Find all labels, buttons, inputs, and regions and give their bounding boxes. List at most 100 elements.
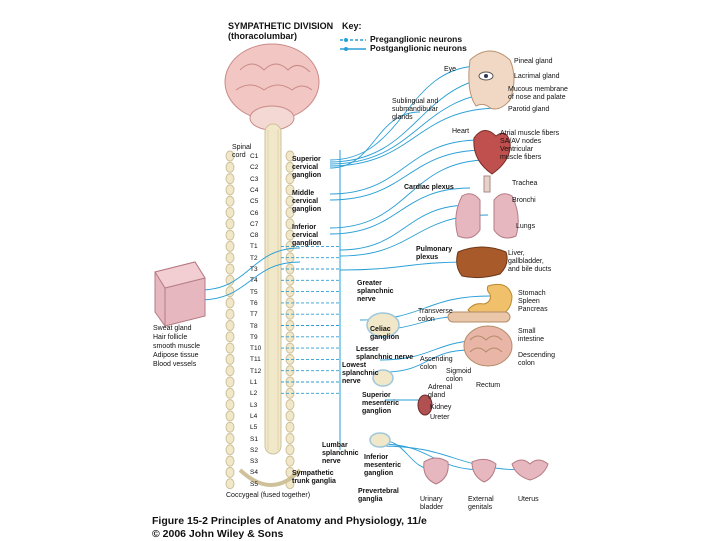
postganglionic-fiber bbox=[329, 159, 489, 229]
segment-l2: L2 bbox=[250, 390, 258, 398]
postganglionic-fiber bbox=[329, 107, 501, 167]
middle-cervical-ganglion: Middle cervical ganglion bbox=[292, 190, 322, 213]
segment-t9: T9 bbox=[250, 333, 258, 341]
rectum-label: Rectum bbox=[476, 382, 501, 389]
postganglionic-fiber bbox=[379, 443, 485, 471]
chain-ganglion bbox=[225, 331, 235, 343]
parotid-gland-label: Parotid gland bbox=[508, 106, 550, 113]
chain-ganglion bbox=[285, 455, 295, 467]
prevertebral-ganglia-label: Prevertebral ganglia bbox=[358, 488, 399, 503]
liver bbox=[456, 246, 508, 279]
postganglionic-fiber bbox=[379, 445, 529, 471]
sigmoid-colon-label: Sigmoid colon bbox=[446, 368, 472, 383]
kidney bbox=[417, 394, 433, 416]
descending-colon-label: Descending colon bbox=[518, 352, 555, 367]
chain-ganglion bbox=[225, 410, 235, 422]
chain-ganglion bbox=[225, 195, 235, 207]
postganglionic-fiber bbox=[329, 139, 481, 195]
chain-ganglion bbox=[225, 297, 235, 309]
uterus-label: Uterus bbox=[518, 496, 539, 503]
chain-ganglion bbox=[285, 399, 295, 411]
adrenal-gland-label: Adrenal gland bbox=[428, 384, 453, 399]
kidney-label: Kidney bbox=[430, 404, 452, 411]
segment-l3: L3 bbox=[250, 401, 258, 409]
chain-ganglion bbox=[225, 161, 235, 173]
segment-l5: L5 bbox=[250, 424, 258, 432]
key-preganglionic: Preganglionic neurons bbox=[370, 34, 463, 44]
segment-c4: C4 bbox=[250, 186, 259, 194]
segment-l1: L1 bbox=[250, 379, 258, 386]
celiac-ganglion: Celiac ganglion bbox=[370, 326, 400, 341]
chain-ganglion bbox=[225, 387, 235, 399]
stomach-label: Stomach Spleen Pancreas bbox=[518, 290, 548, 313]
postganglionic-fiber bbox=[384, 349, 471, 373]
nerve-fibers bbox=[199, 65, 529, 471]
coccygeal-label: Coccygeal (fused together) bbox=[226, 492, 311, 499]
postganglionic-fiber bbox=[329, 111, 421, 169]
postganglionic-fiber bbox=[339, 204, 471, 251]
chain-ganglion bbox=[225, 252, 235, 264]
copyright-caption: © 2006 John Wiley & Sons bbox=[152, 528, 284, 540]
lowest-splanchnic-nerve: Lowest splanchnic nerve bbox=[342, 362, 379, 385]
chain-ganglion bbox=[225, 184, 235, 196]
pulmonary-plexus-label: Pulmonary plexus bbox=[416, 246, 453, 261]
chain-ganglion bbox=[225, 320, 235, 331]
urinary-bladder bbox=[423, 457, 449, 485]
sublingual-label: Sublingual and submandibular glands bbox=[392, 98, 439, 121]
chain-ganglion bbox=[225, 207, 235, 218]
sympathetic-chain-left bbox=[225, 150, 235, 490]
trachea bbox=[483, 175, 491, 193]
prevertebral-ganglia bbox=[366, 312, 400, 448]
chain-ganglion bbox=[225, 173, 235, 185]
sympathetic-chain-right bbox=[285, 150, 295, 490]
chain-ganglion bbox=[225, 376, 235, 388]
chain-ganglion bbox=[285, 229, 295, 241]
segment-t5: T5 bbox=[250, 288, 258, 296]
key-symbols bbox=[340, 38, 366, 51]
chain-ganglion bbox=[225, 433, 235, 444]
chain-ganglion bbox=[285, 150, 295, 162]
uterus bbox=[511, 459, 549, 481]
chain-ganglion bbox=[225, 466, 235, 478]
spinal-cord-label: Spinal cord bbox=[232, 144, 252, 159]
lungs-label: Lungs bbox=[516, 223, 536, 230]
segment-s3: S3 bbox=[250, 458, 258, 466]
chain-ganglion bbox=[225, 263, 235, 275]
figure-caption: Figure 15-2 Principles of Anatomy and Ph… bbox=[152, 515, 427, 527]
lumbar-splanchnic-nerve: Lumbar splanchnic nerve bbox=[322, 442, 359, 465]
postganglionic-fiber bbox=[339, 261, 471, 271]
chain-ganglion bbox=[225, 353, 235, 365]
bronchi-label: Bronchi bbox=[512, 197, 536, 204]
stomach bbox=[467, 283, 513, 319]
segment-t10: T10 bbox=[250, 345, 262, 353]
chain-ganglion bbox=[285, 184, 295, 196]
superior-cervical-ganglion: Superior cervical ganglion bbox=[292, 156, 322, 179]
chain-ganglion bbox=[285, 433, 295, 444]
ureter-label: Ureter bbox=[430, 414, 450, 421]
liver-label: Liver, gallbladder, and bile ducts bbox=[508, 250, 552, 273]
chain-ganglion bbox=[225, 150, 235, 162]
lacrimal-gland-label: Lacrimal gland bbox=[514, 73, 560, 80]
lungs bbox=[455, 193, 519, 239]
chain-ganglion bbox=[285, 444, 295, 456]
chain-ganglion bbox=[225, 399, 235, 411]
inferior-cervical-ganglion: Inferior cervical ganglion bbox=[292, 224, 322, 247]
key-postganglionic: Postganglionic neurons bbox=[370, 43, 467, 53]
heart-label: Heart bbox=[452, 128, 470, 135]
greater-splanchnic-nerve: Greater splanchnic nerve bbox=[357, 280, 394, 303]
chain-ganglion bbox=[225, 444, 235, 456]
segment-t8: T8 bbox=[250, 322, 258, 330]
intestines bbox=[447, 311, 513, 367]
chain-ganglion bbox=[285, 195, 295, 207]
chain-ganglion bbox=[285, 161, 295, 173]
segment-t11: T11 bbox=[250, 356, 261, 364]
segment-t7: T7 bbox=[250, 311, 258, 319]
segment-t6: T6 bbox=[250, 299, 258, 307]
cardiac-plexus-label: Cardiac plexus bbox=[404, 184, 454, 191]
spinal-cord bbox=[264, 123, 282, 455]
segment-t1: T1 bbox=[250, 243, 258, 251]
small-intestine-label: Small intestine bbox=[518, 328, 545, 343]
segment-c5: C5 bbox=[250, 198, 259, 206]
postganglionic-fiber bbox=[329, 65, 481, 161]
heart bbox=[473, 130, 511, 175]
